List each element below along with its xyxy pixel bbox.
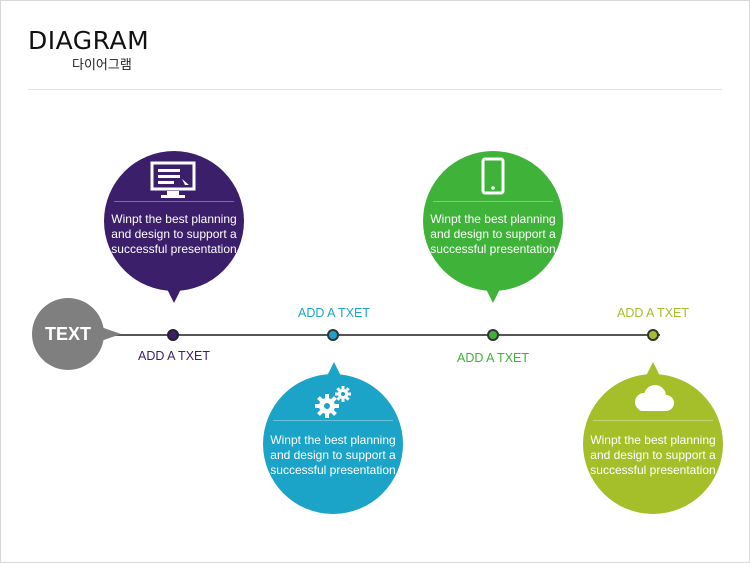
step-label-4: ADD A TXET — [616, 306, 690, 320]
hub-label: TEXT — [44, 323, 91, 344]
step-label-2: ADD A TXET — [297, 306, 371, 320]
bubble-divider — [273, 420, 393, 421]
monitor-icon — [150, 161, 196, 198]
bubble-pointer-3 — [486, 289, 500, 303]
step-text-1: Winpt the best planning and design to su… — [111, 212, 237, 256]
bubble-pointer-1 — [167, 289, 181, 303]
step-bubble-3: Winpt the best planning and design to su… — [423, 151, 563, 291]
timeline-line — [110, 334, 660, 336]
bubble-pointer-2 — [327, 362, 341, 376]
hub-circle: TEXT — [32, 298, 104, 370]
timeline-dot-3 — [487, 329, 499, 341]
page-subtitle: 다이어그램 — [72, 58, 132, 73]
step-bubble-2: Winpt the best planning and design to su… — [263, 374, 403, 514]
step-text-3: Winpt the best planning and design to su… — [430, 212, 556, 256]
timeline-dot-1 — [167, 329, 179, 341]
gears-icon — [315, 386, 351, 418]
step-text-2: Winpt the best planning and design to su… — [270, 433, 396, 477]
page-title: DIAGRAM — [28, 26, 150, 55]
step-label-1: ADD A TXET — [137, 349, 211, 363]
timeline-dot-2 — [327, 329, 339, 341]
bubble-divider — [593, 420, 713, 421]
hub-pointer — [101, 327, 121, 341]
timeline-dot-4 — [647, 329, 659, 341]
step-text-4: Winpt the best planning and design to su… — [590, 433, 716, 477]
step-bubble-4: Winpt the best planning and design to su… — [583, 374, 723, 514]
tablet-icon — [481, 157, 505, 195]
cloud-icon — [635, 385, 674, 411]
header-divider — [28, 89, 722, 90]
step-bubble-1: Winpt the best planning and design to su… — [104, 151, 244, 291]
step-label-3: ADD A TXET — [456, 351, 530, 365]
bubble-pointer-4 — [646, 362, 660, 376]
bubble-divider — [433, 201, 553, 202]
bubble-divider — [114, 201, 234, 202]
